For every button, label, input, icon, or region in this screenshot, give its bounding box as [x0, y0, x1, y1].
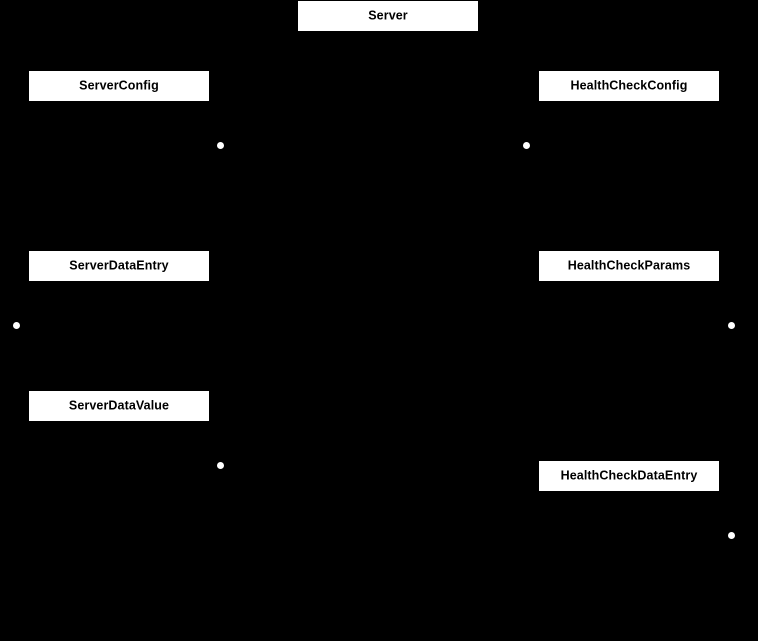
class-node-label: ServerDataValue [68, 398, 170, 413]
relationship-marker-dot [728, 322, 735, 329]
class-node-health-check-config[interactable]: HealthCheckConfig [539, 71, 719, 101]
class-node-health-check-data-entry[interactable]: HealthCheckDataEntry [539, 461, 719, 491]
relationship-marker-dot [523, 142, 530, 149]
class-node-label: ServerDataEntry [69, 258, 169, 273]
class-node-server-config[interactable]: ServerConfig [29, 71, 209, 101]
class-node-server-data-value[interactable]: ServerDataValue [29, 391, 209, 421]
class-node-label: HealthCheckDataEntry [560, 468, 698, 483]
class-node-server[interactable]: Server [298, 1, 478, 31]
relationship-marker-dot [728, 532, 735, 539]
relationship-marker-dot [217, 142, 224, 149]
relationship-marker-dot [217, 462, 224, 469]
class-node-health-check-params[interactable]: HealthCheckParams [539, 251, 719, 281]
class-node-label: HealthCheckParams [567, 258, 691, 273]
class-node-label: Server [368, 8, 408, 23]
relationship-marker-dot [13, 322, 20, 329]
class-node-label: ServerConfig [79, 78, 159, 93]
class-node-server-data-entry[interactable]: ServerDataEntry [29, 251, 209, 281]
class-node-label: HealthCheckConfig [570, 78, 688, 93]
